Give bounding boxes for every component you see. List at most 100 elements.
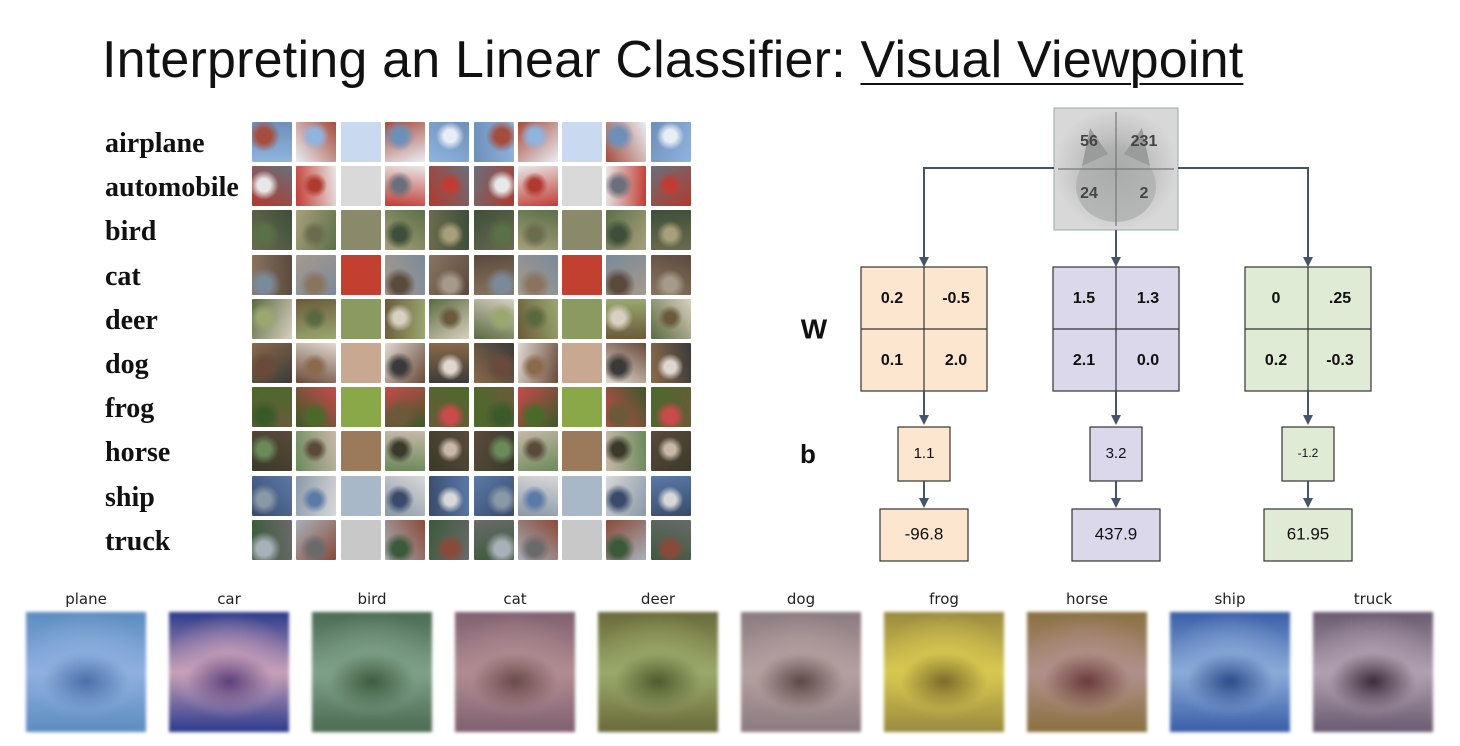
weight-value: 1.3: [1137, 290, 1159, 307]
score-box-2: [1071, 508, 1161, 562]
class-label: deer: [105, 304, 158, 336]
bias-value: -1.2: [1298, 446, 1319, 460]
deer-sample-image: [562, 298, 603, 339]
truck-sample-image: [650, 519, 691, 560]
horse-sample-image: [384, 431, 425, 472]
horse-sample-image: [606, 431, 647, 472]
bias-row-label: b: [800, 439, 816, 469]
class-label: ship: [105, 481, 155, 513]
class-label: dog: [105, 349, 149, 380]
deer-sample-image: [252, 298, 292, 339]
class-label: horse: [105, 437, 171, 469]
bird-sample-image: [606, 210, 647, 251]
weight-value: 2.0: [945, 352, 967, 369]
cat-sample-image: [252, 254, 292, 295]
ship-sample-image: [384, 475, 425, 516]
airplane-sample-image: [429, 122, 470, 162]
weight-value: -0.3: [1326, 352, 1354, 369]
airplane-sample-image: [296, 122, 337, 162]
deer-sample-image: [384, 298, 425, 339]
ship-sample-image: [429, 475, 470, 516]
dog-sample-image: [340, 343, 381, 383]
score-value: 437.9: [1095, 524, 1138, 543]
class-label: airplane: [105, 128, 205, 159]
horse-sample-image: [517, 431, 558, 472]
cat-sample-image: [562, 254, 603, 295]
score-value: 61.95: [1287, 524, 1330, 543]
frog-sample-image: [517, 387, 558, 428]
truck-sample-image: [296, 519, 337, 560]
bird-sample-image: [429, 210, 470, 251]
title-underlined: Visual Viewpoint: [860, 31, 1244, 89]
bias-box-3: [1281, 426, 1335, 482]
weight-value: 0.2: [881, 290, 903, 307]
truck-sample-image: [562, 519, 603, 560]
template-image-frog: [884, 612, 1004, 732]
airplane-sample-image: [252, 122, 292, 162]
truck-sample-image: [252, 519, 292, 560]
frog-sample-image: [473, 387, 514, 428]
bird-sample-image: [296, 210, 337, 251]
template-image-truck: [1313, 612, 1433, 732]
frog-sample-image: [340, 387, 381, 428]
class-label: cat: [105, 260, 141, 292]
bias-value: 1.1: [914, 445, 935, 462]
dog-sample-image: [473, 343, 514, 383]
automobile-sample-image: [650, 166, 691, 207]
deer-sample-image: [296, 298, 337, 339]
deer-sample-image: [650, 298, 691, 339]
weight-value: 0.2: [1265, 352, 1287, 369]
airplane-sample-image: [473, 122, 514, 162]
weight-value: .25: [1329, 290, 1351, 307]
bias-value: 3.2: [1106, 445, 1127, 462]
weight-value: 2.1: [1073, 352, 1095, 369]
deer-sample-image: [473, 298, 514, 339]
score-box-3: [1263, 508, 1353, 562]
horse-sample-image: [562, 431, 603, 472]
frog-sample-image: [384, 387, 425, 428]
template-label-ship: ship: [1214, 590, 1246, 608]
airplane-sample-image: [650, 122, 691, 162]
deer-sample-image: [340, 298, 381, 339]
input-pixel-value: 56: [1080, 133, 1098, 150]
dog-sample-image: [384, 343, 425, 383]
cat-sample-image: [296, 254, 337, 295]
frog-sample-image: [606, 387, 647, 428]
truck-sample-image: [517, 519, 558, 560]
cat-sample-image: [384, 254, 425, 295]
input-pixel-value: 24: [1080, 185, 1098, 202]
template-label-bird: bird: [357, 590, 387, 608]
airplane-sample-image: [384, 122, 425, 162]
cat-sample-image: [473, 254, 514, 295]
input-pixel-value: 2: [1140, 185, 1149, 202]
class-label: bird: [105, 216, 157, 248]
automobile-sample-image: [296, 166, 337, 207]
deer-sample-image: [606, 298, 647, 339]
automobile-sample-image: [562, 166, 603, 207]
airplane-sample-image: [562, 122, 603, 162]
horse-sample-image: [340, 431, 381, 472]
template-image-horse: [1027, 612, 1147, 732]
dog-sample-image: [606, 343, 647, 383]
weight-value: -0.5: [942, 290, 970, 307]
horse-sample-image: [650, 431, 691, 472]
bird-sample-image: [384, 210, 425, 251]
frog-sample-image: [296, 387, 337, 428]
dog-sample-image: [429, 343, 470, 383]
bird-sample-image: [252, 210, 292, 251]
template-image-plane: [26, 612, 146, 732]
template-label-plane: plane: [65, 590, 107, 608]
class-label: truck: [105, 525, 171, 557]
template-label-car: car: [217, 590, 241, 608]
automobile-sample-image: [606, 166, 647, 207]
template-label-truck: truck: [1353, 590, 1393, 608]
score-box-1: [879, 508, 969, 562]
bird-sample-image: [473, 210, 514, 251]
ship-sample-image: [296, 475, 337, 516]
weight-value: 1.5: [1073, 290, 1095, 307]
truck-sample-image: [606, 519, 647, 560]
truck-sample-image: [429, 519, 470, 560]
deer-sample-image: [429, 298, 470, 339]
